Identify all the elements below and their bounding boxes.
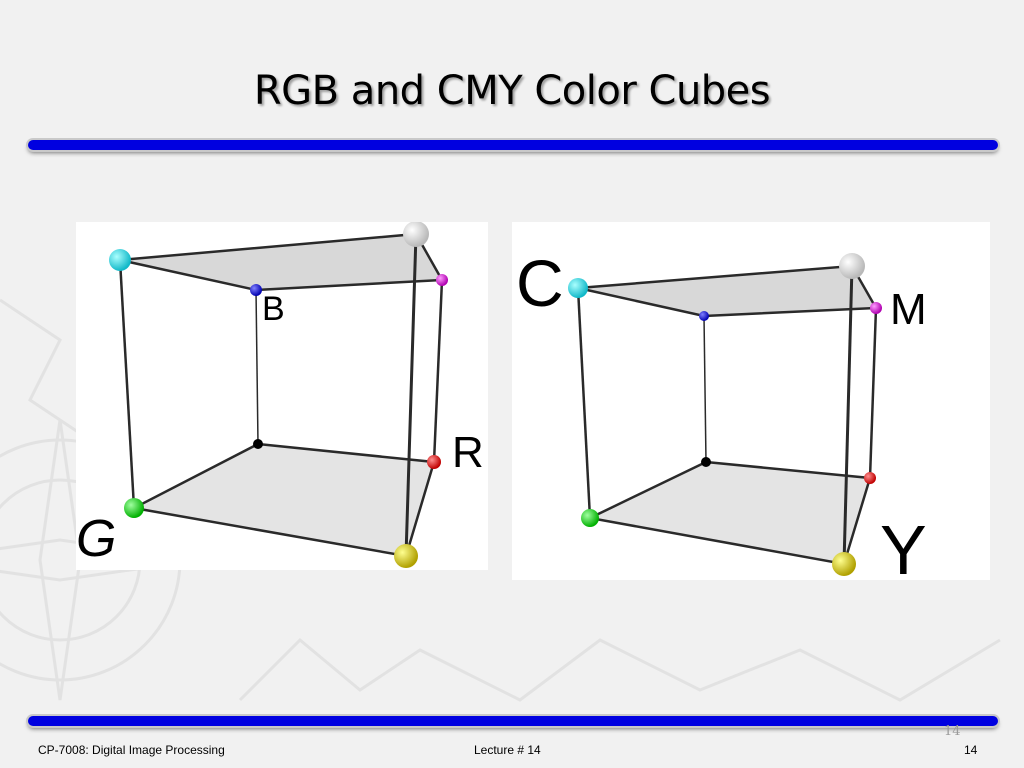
rgb-cube-figure: B R G bbox=[76, 222, 488, 570]
bottom-face bbox=[130, 442, 436, 558]
vertex-cyan bbox=[109, 249, 131, 271]
vertex-magenta bbox=[436, 274, 448, 286]
vertex-black bbox=[701, 457, 711, 467]
vertex-white bbox=[403, 222, 429, 247]
label-y: Y bbox=[880, 511, 927, 580]
vertex-red bbox=[864, 472, 876, 484]
vertex-blue bbox=[699, 311, 709, 321]
vertex-yellow bbox=[832, 552, 856, 576]
slide-title: RGB and CMY Color Cubes bbox=[253, 68, 771, 114]
vertex-black bbox=[253, 439, 263, 449]
cmy-cube-figure: C M Y bbox=[512, 222, 990, 580]
vertex-magenta bbox=[870, 302, 882, 314]
vertex-yellow bbox=[394, 544, 418, 568]
footer-course: CP-7008: Digital Image Processing bbox=[38, 743, 225, 757]
vertex-green bbox=[581, 509, 599, 527]
footer-divider bbox=[28, 716, 998, 726]
label-r: R bbox=[452, 428, 484, 477]
top-face bbox=[119, 232, 445, 292]
label-b: B bbox=[262, 290, 285, 328]
label-m: M bbox=[890, 285, 927, 334]
top-face bbox=[577, 264, 879, 318]
vertex-green bbox=[124, 498, 144, 518]
label-g: G bbox=[76, 510, 116, 568]
label-c: C bbox=[516, 246, 564, 320]
vertex-white bbox=[839, 253, 865, 279]
vertex-cyan bbox=[568, 278, 588, 298]
vertex-blue bbox=[250, 284, 262, 296]
footer-lecture: Lecture # 14 bbox=[474, 743, 541, 757]
bottom-face bbox=[585, 460, 872, 566]
page-number-watermark: 14 bbox=[944, 724, 961, 739]
title-divider bbox=[28, 140, 998, 150]
footer-page-number: 14 bbox=[964, 743, 978, 757]
vertex-red bbox=[427, 455, 441, 469]
